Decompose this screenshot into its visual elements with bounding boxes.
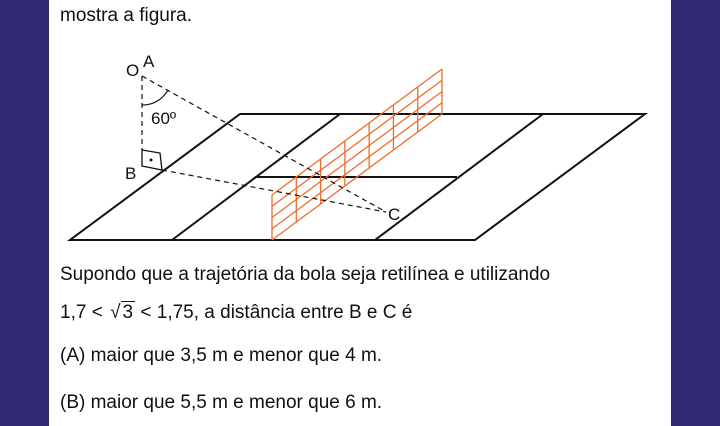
net	[271, 68, 443, 241]
sqrt-expression: √3	[108, 301, 136, 324]
option-a-letter: (A)	[60, 345, 86, 366]
label-b: B	[125, 164, 136, 183]
label-a: A	[143, 52, 155, 71]
question-line1: Supondo que a trajetória da bola seja re…	[60, 264, 551, 285]
inequality-left: 1,7 <	[60, 302, 103, 323]
label-c: C	[388, 205, 400, 224]
intro-text: mostra a figura.	[60, 5, 192, 26]
line-a-c	[141, 75, 387, 213]
left-side-panel	[0, 0, 49, 426]
sqrt-radicand: 3	[120, 301, 136, 323]
net-horizontal	[271, 113, 443, 241]
question-line2: 1,7 < √3 < 1,75, a distância entre B e C…	[60, 301, 413, 324]
line-b-c	[161, 169, 387, 213]
inequality-right: < 1,75, a distância entre B e C é	[140, 302, 413, 323]
right-angle-dot	[149, 158, 153, 162]
court-outline	[66, 113, 649, 241]
option-b-letter: (B)	[60, 392, 86, 413]
angle-label: 60º	[151, 109, 176, 128]
option-b[interactable]: (B) maior que 5,5 m e menor que 6 m.	[60, 392, 382, 414]
option-b-text: maior que 5,5 m e menor que 6 m.	[90, 392, 383, 413]
trajectory	[141, 75, 387, 213]
net-horizontal	[271, 68, 443, 196]
sqrt-symbol: √	[110, 302, 121, 323]
volleyball-figure: O A 60º B C	[66, 52, 649, 241]
net-horizontal	[271, 102, 443, 230]
net-horizontal	[271, 79, 443, 207]
option-a-text: maior que 3,5 m e menor que 4 m.	[90, 345, 383, 366]
option-a[interactable]: (A) maior que 3,5 m e menor que 4 m.	[60, 345, 382, 367]
right-side-panel	[671, 0, 720, 426]
label-o: O	[126, 61, 139, 80]
angle-arc	[141, 89, 169, 106]
net-horizontal	[271, 90, 443, 219]
right-angle-mark	[141, 149, 163, 171]
court-line-right	[374, 113, 544, 241]
